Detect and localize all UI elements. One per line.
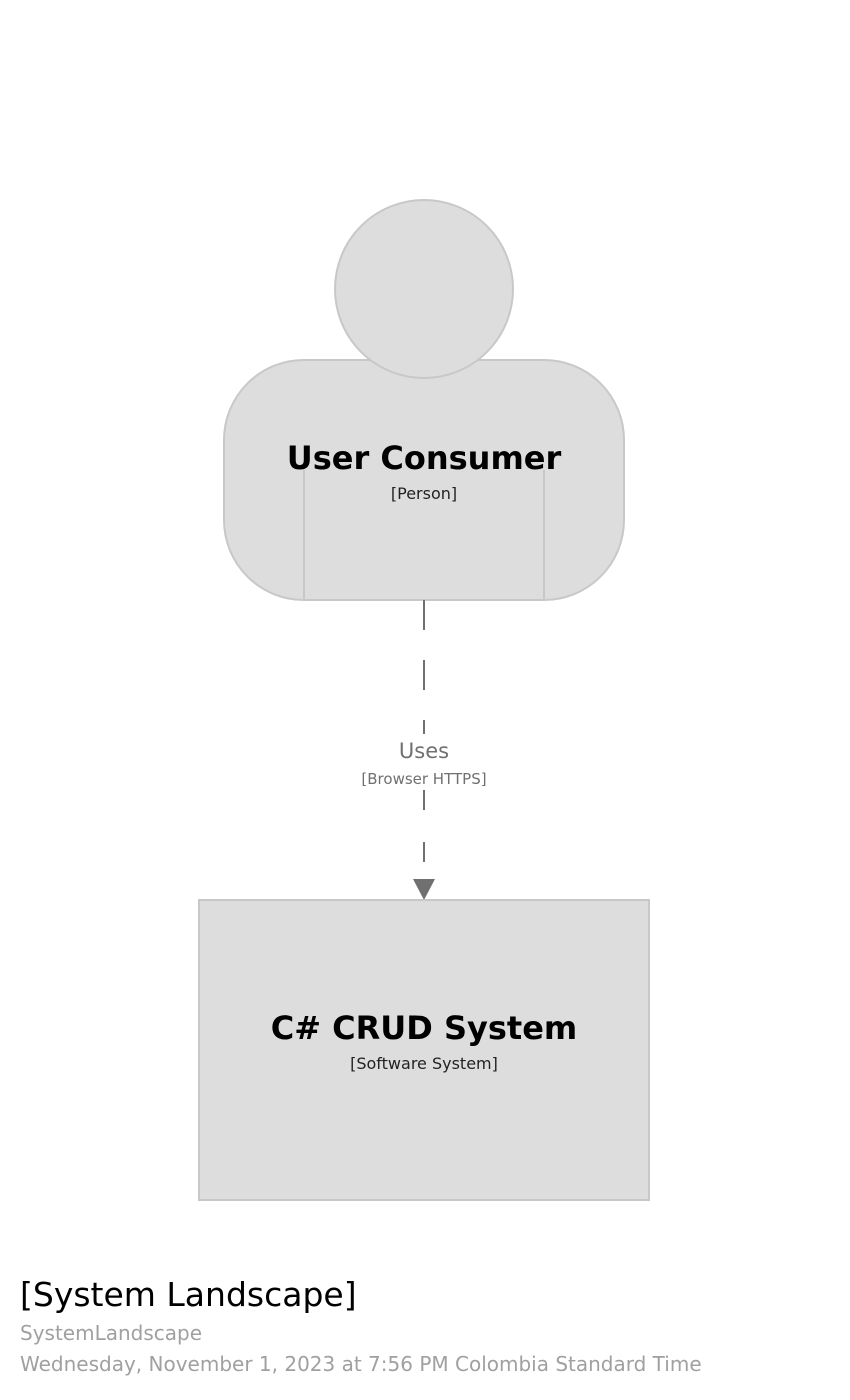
person-type-label: [Person] <box>391 484 457 503</box>
person-body <box>223 359 625 601</box>
relationship-description: Uses <box>399 739 449 763</box>
view-key: SystemLandscape <box>20 1321 203 1345</box>
relationship-technology: [Browser HTTPS] <box>361 770 486 788</box>
view-title: [System Landscape] <box>20 1275 357 1314</box>
person-head <box>334 199 514 379</box>
relationship-uses[interactable]: Uses [Browser HTTPS] <box>361 600 487 900</box>
person-element-user-consumer[interactable]: User Consumer [Person] <box>223 199 625 601</box>
diagram-footer: [System Landscape] SystemLandscape Wedne… <box>20 1272 830 1380</box>
arrowhead-icon <box>413 879 435 900</box>
system-box <box>198 899 650 1201</box>
person-name: User Consumer <box>287 439 562 477</box>
generated-timestamp: Wednesday, November 1, 2023 at 7:56 PM C… <box>20 1352 702 1376</box>
system-name: C# CRUD System <box>271 1009 578 1047</box>
software-system-element-csharp-crud[interactable]: C# CRUD System [Software System] <box>198 899 650 1201</box>
system-type-label: [Software System] <box>350 1054 498 1073</box>
